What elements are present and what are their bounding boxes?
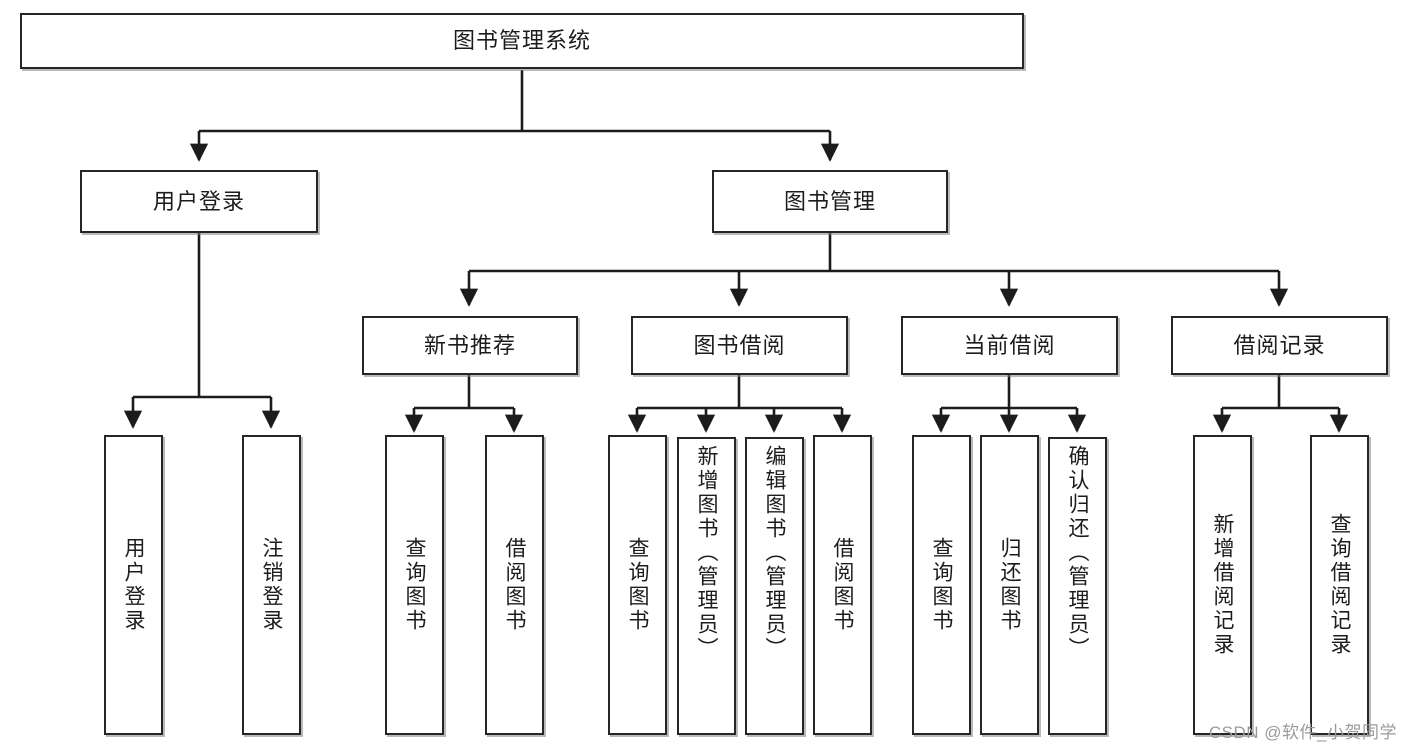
watermark-text: CSDN @软件_小贺同学	[1208, 723, 1397, 742]
node-root-label: 图书管理系统	[452, 28, 591, 54]
leaf-user-login-logout[interactable]: 注销登录	[242, 435, 301, 735]
leaf-label: 查询借阅记录	[1328, 513, 1351, 657]
leaf-label: 编辑图书（管理员）	[763, 445, 786, 661]
leaf-label: 借阅图书	[503, 537, 526, 633]
leaf-current-borrow-query[interactable]: 查询图书	[912, 435, 971, 735]
leaf-user-login-login[interactable]: 用户登录	[104, 435, 163, 735]
node-book-management[interactable]: 图书管理	[712, 170, 948, 233]
node-book-management-label: 图书管理	[783, 188, 876, 214]
leaf-book-borrow-query[interactable]: 查询图书	[608, 435, 667, 735]
node-book-borrow-label: 图书借阅	[693, 332, 786, 358]
node-current-borrow[interactable]: 当前借阅	[901, 316, 1118, 375]
leaf-book-borrow-edit[interactable]: 编辑图书（管理员）	[745, 437, 804, 735]
node-borrow-record-label: 借阅记录	[1233, 332, 1326, 358]
node-user-login[interactable]: 用户登录	[80, 170, 318, 233]
leaf-borrow-record-add[interactable]: 新增借阅记录	[1193, 435, 1252, 735]
leaf-label: 归还图书	[998, 537, 1021, 633]
leaf-book-borrow-add[interactable]: 新增图书（管理员）	[677, 437, 736, 735]
node-new-book-recommend[interactable]: 新书推荐	[362, 316, 578, 375]
leaf-current-borrow-confirm-return[interactable]: 确认归还（管理员）	[1048, 437, 1107, 735]
node-root[interactable]: 图书管理系统	[20, 13, 1024, 69]
leaf-label: 确认归还（管理员）	[1066, 445, 1089, 661]
leaf-borrow-record-query[interactable]: 查询借阅记录	[1310, 435, 1369, 735]
leaf-label: 查询图书	[403, 537, 426, 633]
leaf-new-book-borrow[interactable]: 借阅图书	[485, 435, 544, 735]
leaf-new-book-query[interactable]: 查询图书	[385, 435, 444, 735]
leaf-label: 新增图书（管理员）	[695, 445, 718, 661]
leaf-label: 注销登录	[260, 537, 283, 633]
leaf-label: 借阅图书	[831, 537, 854, 633]
leaf-label: 用户登录	[122, 537, 145, 633]
node-borrow-record[interactable]: 借阅记录	[1171, 316, 1388, 375]
node-current-borrow-label: 当前借阅	[963, 332, 1056, 358]
leaf-label: 新增借阅记录	[1211, 513, 1234, 657]
leaf-label: 查询图书	[626, 537, 649, 633]
leaf-label: 查询图书	[930, 537, 953, 633]
leaf-current-borrow-return[interactable]: 归还图书	[980, 435, 1039, 735]
leaf-book-borrow-borrow[interactable]: 借阅图书	[813, 435, 872, 735]
node-book-borrow[interactable]: 图书借阅	[631, 316, 848, 375]
node-new-book-recommend-label: 新书推荐	[423, 332, 516, 358]
node-user-login-label: 用户登录	[152, 188, 245, 214]
